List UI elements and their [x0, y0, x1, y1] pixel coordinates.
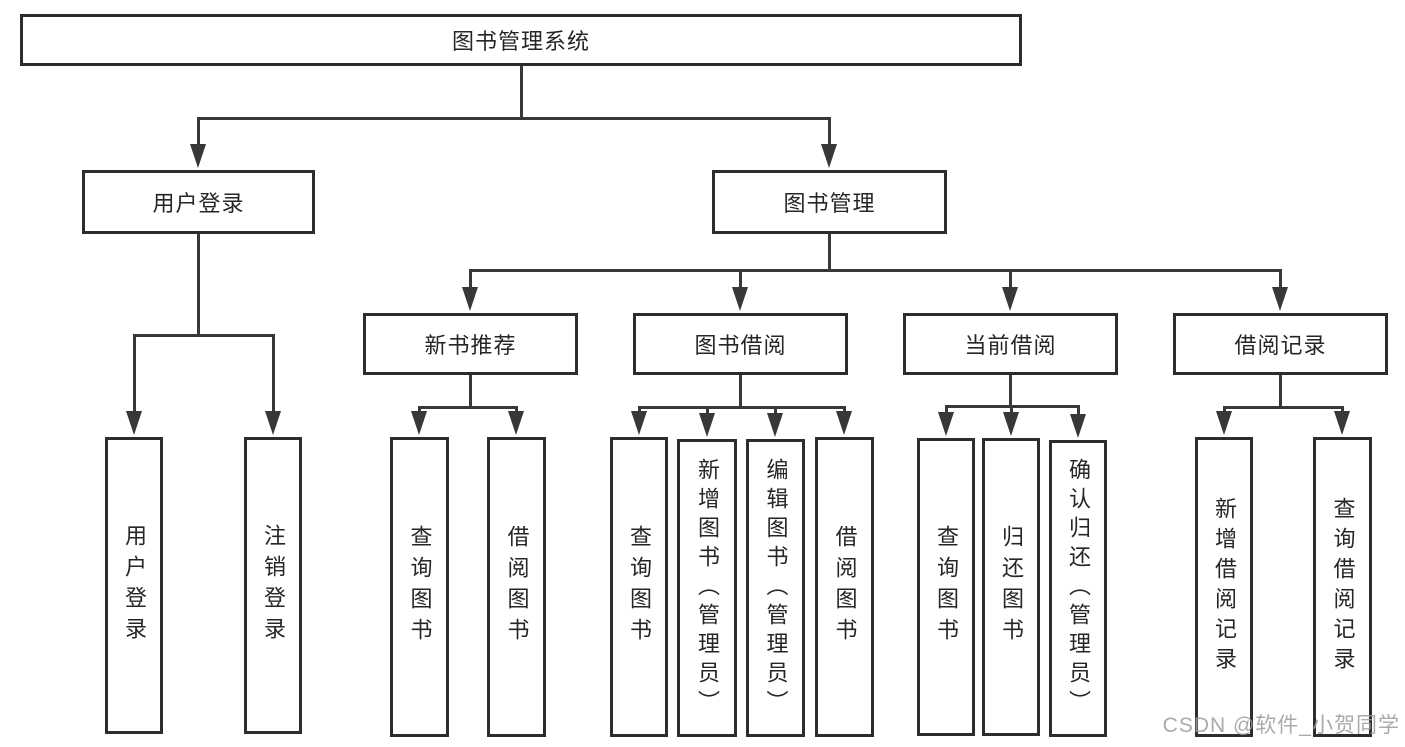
connector-arrowhead-down	[1069, 414, 1086, 438]
connector-arrowhead-down	[821, 144, 837, 168]
node-box-l5: 查询图书	[610, 437, 668, 737]
node-label: 图书管理	[783, 191, 876, 216]
node-label: 借阅记录	[1234, 333, 1327, 358]
node-label: 图书管理系统	[451, 29, 590, 54]
connector-line	[515, 407, 518, 412]
node-box-newrec: 新书推荐	[363, 313, 578, 375]
connector-line	[774, 407, 777, 414]
node-box-l12: 新增借阅记录	[1195, 437, 1253, 737]
node-box-l9: 查询图书	[917, 438, 975, 736]
node-box-l7: 编辑图书（管理员）	[746, 439, 805, 737]
connector-line	[469, 268, 1282, 272]
node-box-l3: 查询图书	[390, 437, 449, 737]
connector-line	[418, 405, 518, 409]
connector-arrowhead-down	[1334, 411, 1350, 435]
connector-line	[828, 118, 831, 145]
node-label: 查询图书	[934, 525, 959, 649]
connector-arrowhead-down	[411, 411, 427, 435]
connector-line	[469, 270, 472, 288]
connector-line	[197, 234, 200, 337]
connector-line	[271, 335, 275, 412]
node-label: 新增图书（管理员）	[695, 457, 720, 719]
connector-arrowhead-down	[698, 413, 715, 437]
node-box-root: 图书管理系统	[20, 14, 1022, 66]
node-label: 图书借阅	[694, 333, 787, 358]
node-label: 新书推荐	[424, 333, 517, 358]
node-label: 查询图书	[407, 525, 433, 649]
node-label: 借阅图书	[832, 525, 858, 649]
connector-line	[1222, 405, 1344, 409]
node-box-l4: 借阅图书	[487, 437, 546, 737]
connector-line	[843, 407, 846, 412]
connector-line	[828, 234, 831, 272]
node-box-l11: 确认归还（管理员）	[1049, 440, 1107, 737]
connector-line	[1222, 407, 1226, 412]
connector-arrowhead-down	[264, 411, 281, 435]
node-label: 用户登录	[152, 191, 245, 216]
connector-line	[739, 375, 742, 409]
csdn-watermark: CSDN @软件_小贺同学	[1162, 714, 1400, 737]
connector-arrowhead-down	[836, 411, 852, 435]
connector-arrowhead-down	[462, 287, 478, 311]
node-box-l13: 查询借阅记录	[1313, 437, 1372, 737]
connector-line	[469, 375, 472, 409]
connector-line	[1279, 375, 1282, 409]
node-label: 借阅图书	[504, 525, 530, 649]
node-box-l10: 归还图书	[982, 438, 1040, 736]
node-label: 归还图书	[999, 525, 1024, 649]
node-box-records: 借阅记录	[1173, 313, 1388, 375]
connector-line	[197, 116, 831, 120]
connector-line	[197, 118, 200, 145]
node-box-l1: 用户登录	[105, 437, 163, 734]
connector-arrowhead-down	[1215, 411, 1232, 435]
connector-arrowhead-down	[767, 413, 783, 437]
node-box-borrow: 图书借阅	[633, 313, 848, 375]
node-box-l6: 新增图书（管理员）	[677, 439, 737, 737]
node-label: 查询图书	[627, 525, 652, 649]
node-box-login: 用户登录	[82, 170, 315, 234]
connector-line	[1341, 407, 1344, 412]
connector-line	[1076, 406, 1080, 415]
connector-line	[132, 335, 136, 412]
connector-line	[637, 407, 641, 412]
node-box-current: 当前借阅	[903, 313, 1118, 375]
connector-line	[1009, 270, 1012, 288]
node-label: 编辑图书（管理员）	[763, 457, 789, 719]
connector-arrowhead-down	[1002, 412, 1019, 436]
connector-arrowhead-down	[190, 144, 206, 168]
connector-line	[1009, 406, 1013, 413]
node-box-l2: 注销登录	[244, 437, 302, 734]
node-label: 查询借阅记录	[1330, 497, 1356, 677]
connector-line	[739, 270, 742, 288]
connector-line	[944, 406, 948, 413]
connector-line	[637, 405, 846, 409]
node-box-l8: 借阅图书	[815, 437, 874, 737]
connector-line	[132, 333, 275, 337]
connector-arrowhead-down	[508, 411, 524, 435]
node-label: 新增借阅记录	[1212, 497, 1237, 677]
node-label: 注销登录	[261, 523, 286, 648]
connector-arrowhead-down	[1002, 287, 1018, 311]
node-label: 确认归还（管理员）	[1066, 458, 1091, 719]
connector-line	[519, 66, 523, 120]
connector-arrowhead-down	[125, 411, 142, 435]
connector-arrowhead-down	[937, 412, 954, 436]
node-label: 用户登录	[122, 523, 147, 648]
connector-arrowhead-down	[732, 287, 748, 311]
connector-arrowhead-down	[1272, 287, 1288, 311]
connector-line	[705, 407, 709, 414]
node-label: 当前借阅	[964, 333, 1057, 358]
connector-line	[1009, 375, 1012, 408]
connector-line	[1279, 270, 1282, 288]
connector-line	[418, 407, 421, 412]
node-box-mgmt: 图书管理	[712, 170, 947, 234]
connector-arrowhead-down	[630, 411, 647, 435]
